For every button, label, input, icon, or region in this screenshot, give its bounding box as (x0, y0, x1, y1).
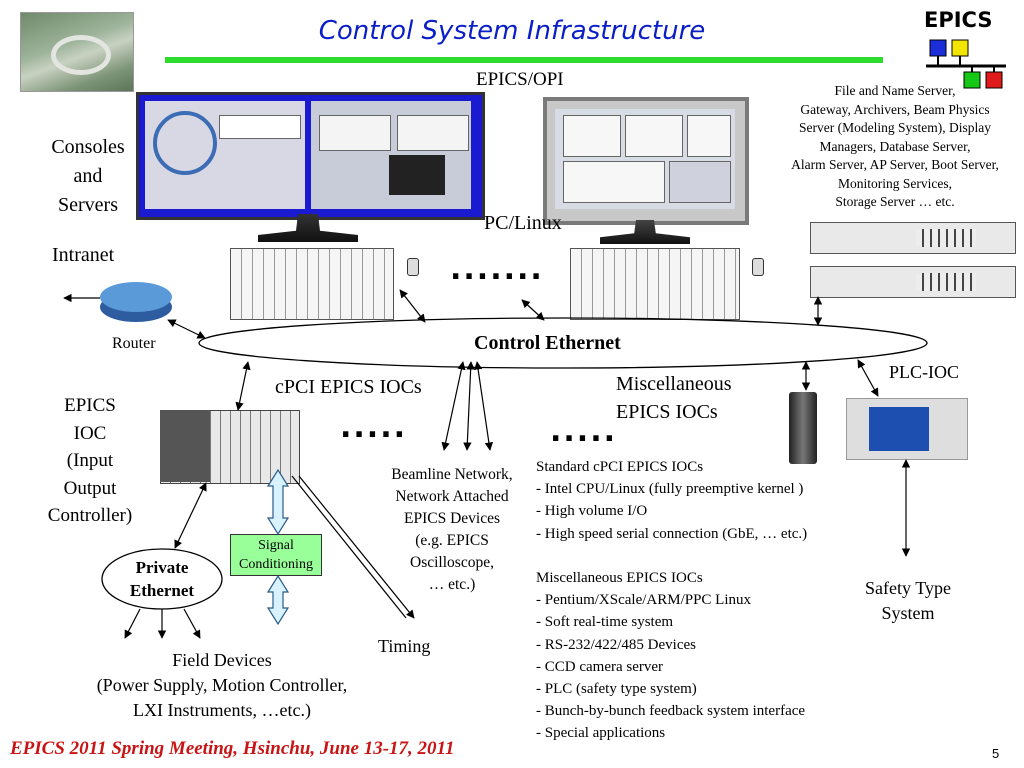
safety-type-line: Safety Type (865, 578, 951, 598)
plc-ioc-label: PLC-IOC (889, 362, 960, 382)
server-description: File and Name Server, Gateway, Archivers… (768, 82, 1022, 212)
beamline-line: Oscilloscope, (410, 554, 494, 571)
beamline-line: EPICS Devices (403, 510, 500, 527)
signal-conditioning-line1: Signal (258, 538, 294, 553)
cpci-iocs-label: cPCI EPICS IOCs (275, 376, 422, 398)
footer-text: EPICS 2011 Spring Meeting, Hsinchu, June… (10, 738, 455, 759)
page-title: Control System Infrastructure (318, 16, 706, 46)
dots-cpci: ..... (340, 410, 407, 445)
misc-ioc-list: Miscellaneous EPICS IOCs - Pentium/XScal… (536, 567, 916, 745)
standard-list-item: - High speed serial connection (GbE, … e… (536, 525, 808, 542)
beamline-line: Network Attached (395, 488, 509, 505)
private-ethernet-line: Ethernet (129, 581, 195, 600)
epics-ioc-line: Controller) (47, 505, 133, 526)
misc-list-item: Miscellaneous EPICS IOCs (536, 570, 703, 586)
field-devices-line: Field Devices (172, 650, 272, 670)
server-desc-line: Alarm Server, AP Server, Boot Server, (791, 157, 999, 172)
private-ethernet-line: Private (135, 558, 189, 577)
epics-ioc-line: Output (63, 477, 117, 499)
epics-logo-text: EPICS (924, 8, 993, 32)
beamline-label: Beamline Network, Network Attached EPICS… (374, 464, 530, 596)
consoles-label: Consoles and Servers (51, 136, 125, 216)
private-ethernet-label: Private Ethernet (112, 556, 212, 602)
page-number: 5 (992, 746, 1000, 761)
field-devices-line: (Power Supply, Motion Controller, (96, 675, 348, 695)
epics-ioc-line: IOC (73, 422, 107, 444)
console-mouse (407, 258, 419, 276)
timing-label: Timing (378, 636, 431, 656)
server-desc-line: Storage Server … etc. (835, 194, 955, 209)
server-desc-line: Server (Modeling System), Display (799, 120, 991, 135)
misc-iocs-line: Miscellaneous (616, 373, 732, 395)
standard-list-item: - High volume I/O (536, 503, 648, 520)
console-keyboard (230, 248, 394, 320)
pc-monitor (543, 97, 749, 225)
mini-pc (789, 392, 817, 464)
router-icon (100, 282, 172, 324)
standard-ioc-list: Standard cPCI EPICS IOCs - Intel CPU/Lin… (536, 456, 916, 545)
misc-iocs-line: EPICS IOCs (616, 401, 718, 423)
field-devices-line: LXI Instruments, …etc.) (133, 700, 311, 720)
pc-keyboard (570, 248, 740, 320)
server-desc-line: Managers, Database Server, (819, 138, 971, 154)
title-underline (165, 57, 883, 63)
standard-list-item: Standard cPCI EPICS IOCs (536, 459, 704, 475)
dots-workstations: ....... (450, 252, 544, 287)
beamline-line: (e.g. EPICS (415, 532, 489, 549)
misc-list-item: - Special applications (536, 725, 666, 742)
server-desc-line: Monitoring Services, (838, 175, 952, 191)
signal-conditioning-line2: Conditioning (239, 557, 313, 572)
misc-list-item: - CCD camera server (536, 658, 664, 675)
cpci-chassis-front (160, 410, 210, 482)
field-devices-label: Field Devices (Power Supply, Motion Cont… (40, 648, 404, 723)
signal-conditioning-box: Signal Conditioning (230, 534, 322, 576)
rack-server-1 (810, 222, 1016, 254)
misc-iocs-label: Miscellaneous EPICS IOCs (616, 370, 732, 426)
rack-server-2 (810, 266, 1016, 298)
misc-list-item: - Bunch-by-bunch feedback system interfa… (536, 703, 806, 720)
epics-ioc-line: (Input (66, 450, 114, 471)
misc-list-item: - Pentium/XScale/ARM/PPC Linux (536, 592, 752, 609)
misc-list-item: - RS-232/422/485 Devices (536, 636, 696, 653)
safety-type-label: Safety Type System (846, 576, 970, 626)
misc-list-item: - PLC (safety type system) (536, 681, 697, 698)
epics-ioc-line: EPICS (64, 395, 116, 416)
pc-linux-label: PC/Linux (484, 212, 562, 234)
console-monitor (136, 92, 485, 220)
epics-logo: EPICS (920, 8, 1010, 92)
intranet-label: Intranet (52, 244, 115, 266)
beamline-line: Beamline Network, (391, 466, 513, 483)
safety-type-line: System (881, 603, 935, 623)
dots-misc: ..... (550, 414, 617, 449)
server-desc-line: Gateway, Archivers, Beam Physics (800, 101, 990, 117)
plc-photo (846, 398, 968, 460)
beamline-line: … etc.) (428, 576, 476, 593)
router-label: Router (112, 335, 156, 352)
epics-ioc-label: EPICS IOC (Input Output Controller) (40, 392, 140, 530)
server-desc-line: File and Name Server, (834, 83, 956, 98)
facility-photo (20, 12, 134, 92)
misc-list-item: - Soft real-time system (536, 614, 674, 631)
epics-opi-label: EPICS/OPI (476, 69, 564, 90)
pc-mouse (752, 258, 764, 276)
standard-list-item: - Intel CPU/Linux (fully preemptive kern… (536, 481, 804, 498)
control-ethernet-label: Control Ethernet (474, 332, 621, 354)
